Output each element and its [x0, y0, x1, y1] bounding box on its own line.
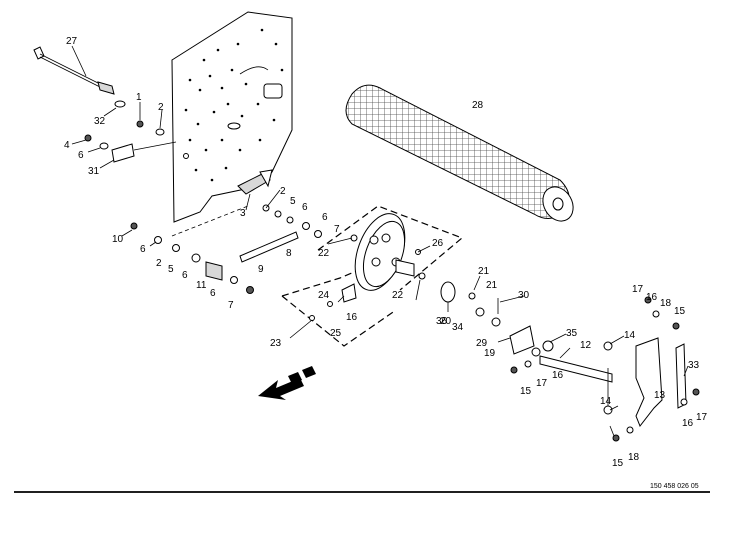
callout: 6	[302, 202, 308, 213]
callout: 7	[228, 300, 234, 311]
callout: 8	[286, 248, 292, 259]
callout: 22	[318, 248, 330, 259]
leader-lines	[71, 45, 689, 437]
callout: 2	[280, 186, 286, 197]
callout: 25	[330, 328, 342, 339]
callout: 14	[624, 330, 636, 341]
cable-part	[33, 46, 126, 108]
callout: 26	[432, 238, 444, 249]
callout: 18	[628, 452, 640, 463]
pulley-assembly	[281, 205, 464, 347]
callout: 9	[258, 264, 264, 275]
callout: 19	[484, 348, 496, 359]
callout: 30	[518, 290, 530, 301]
callout: 33	[688, 360, 700, 371]
callout: 15	[612, 458, 624, 469]
callout: 32	[94, 116, 106, 127]
right-hardware-group	[440, 281, 700, 442]
callout: 21	[486, 280, 498, 291]
callout: 2	[156, 258, 162, 269]
callout: 7	[334, 224, 340, 235]
callout: 13	[654, 390, 666, 401]
callout: 6	[140, 244, 146, 255]
callout: 23	[270, 338, 282, 349]
callout: 6	[210, 288, 216, 299]
drawing-reference-number: 150 458 026 05	[650, 483, 699, 490]
callout: 16	[552, 370, 564, 381]
left-hardware-group	[84, 120, 322, 294]
callout: 20	[440, 316, 452, 327]
callout: 24	[318, 290, 330, 301]
callout: 3	[240, 208, 246, 219]
callout: 12	[580, 340, 592, 351]
side-frame-plate	[171, 11, 293, 223]
callout: 17	[632, 284, 644, 295]
callout: 6	[322, 212, 328, 223]
callout: 10	[112, 234, 124, 245]
callout: 14	[600, 396, 612, 407]
callout: 11	[196, 280, 207, 291]
callout: 36	[436, 316, 448, 327]
callout: 16	[346, 312, 358, 323]
mesh-roller	[345, 84, 574, 222]
callout: 18	[660, 298, 672, 309]
callout: 29	[476, 338, 488, 349]
callout: 6	[78, 150, 84, 161]
callout: 5	[290, 196, 296, 207]
callout: 16	[682, 418, 694, 429]
callout: 2	[158, 102, 164, 113]
callout-labels: 27 32 1 2 4 6 31 28 2 3 5 6 6 7 10 6 2 5…	[64, 36, 708, 469]
callout: 4	[64, 140, 70, 151]
callout: 6	[182, 270, 188, 281]
callout: 15	[674, 306, 686, 317]
callout: 16	[646, 292, 658, 303]
callout: 5	[168, 264, 174, 275]
callout: 1	[136, 92, 142, 103]
callout: 34	[452, 322, 464, 333]
callout: 21	[478, 266, 490, 277]
direction-arrow-icon	[258, 366, 316, 400]
callout: 17	[536, 378, 548, 389]
callout: 15	[520, 386, 532, 397]
callout: 17	[696, 412, 708, 423]
callout: 35	[566, 328, 578, 339]
callout: 31	[88, 166, 100, 177]
callout: 27	[66, 36, 78, 47]
callout: 28	[472, 100, 484, 111]
callout: 22	[392, 290, 404, 301]
